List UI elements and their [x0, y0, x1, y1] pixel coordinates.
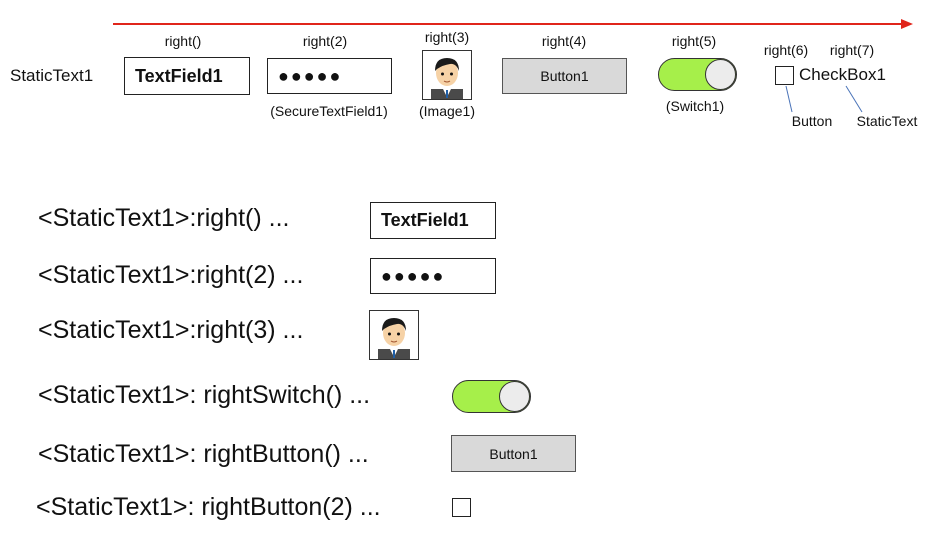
label-right-7: right(7) — [829, 42, 875, 58]
callout-lines — [785, 85, 863, 113]
secure-textfield-1[interactable]: ●●●●● — [267, 58, 392, 94]
callout-button-label: Button — [791, 113, 833, 129]
button-1[interactable]: Button1 — [502, 58, 627, 94]
static-text-1: StaticText1 — [10, 66, 94, 85]
textfield-1[interactable]: TextField1 — [124, 57, 250, 95]
example-checkbox[interactable] — [452, 498, 471, 517]
secure-dots: ●●●●● — [278, 65, 343, 86]
example-expr-5: <StaticText1>: rightButton() ... — [38, 440, 369, 468]
person-avatar-icon — [431, 58, 463, 99]
example-switch[interactable] — [452, 380, 531, 413]
label-right-6: right(6) — [763, 42, 809, 58]
example-textfield-1[interactable]: TextField1 — [370, 202, 496, 239]
example-expr-4: <StaticText1>: rightSwitch() ... — [38, 381, 371, 409]
example-image[interactable] — [369, 310, 419, 360]
label-right-4: right(4) — [541, 33, 587, 49]
switch-1-knob — [705, 59, 736, 90]
example-textfield-1-text: TextField1 — [381, 210, 469, 230]
image-caption: (Image1) — [418, 103, 476, 119]
checkbox-1-label: CheckBox1 — [799, 65, 886, 84]
example-secure-dots: ●●●●● — [381, 265, 446, 286]
example-button[interactable]: Button1 — [451, 435, 576, 472]
label-right-5: right(5) — [671, 33, 717, 49]
example-secure-textfield[interactable]: ●●●●● — [370, 258, 496, 294]
callout-statictext-label: StaticText — [856, 113, 918, 129]
label-right-3: right(3) — [424, 29, 470, 45]
person-avatar-icon — [378, 318, 410, 359]
example-switch-knob — [499, 381, 530, 412]
example-expr-6: <StaticText1>: rightButton(2) ... — [36, 493, 381, 521]
direction-arrow — [113, 19, 913, 29]
textfield-1-text: TextField1 — [135, 65, 223, 86]
example-expr-3: <StaticText1>:right(3) ... — [38, 316, 304, 344]
example-expr-1: <StaticText1>:right() ... — [38, 204, 290, 232]
image-1[interactable] — [422, 50, 472, 100]
label-right-2: right(2) — [302, 33, 348, 49]
label-right-1: right() — [164, 33, 202, 49]
switch-1[interactable] — [658, 58, 737, 91]
checkbox-1-box[interactable] — [775, 66, 794, 85]
secure-textfield-caption: (SecureTextField1) — [270, 103, 388, 119]
example-expr-2: <StaticText1>:right(2) ... — [38, 261, 304, 289]
switch-caption: (Switch1) — [665, 98, 725, 114]
